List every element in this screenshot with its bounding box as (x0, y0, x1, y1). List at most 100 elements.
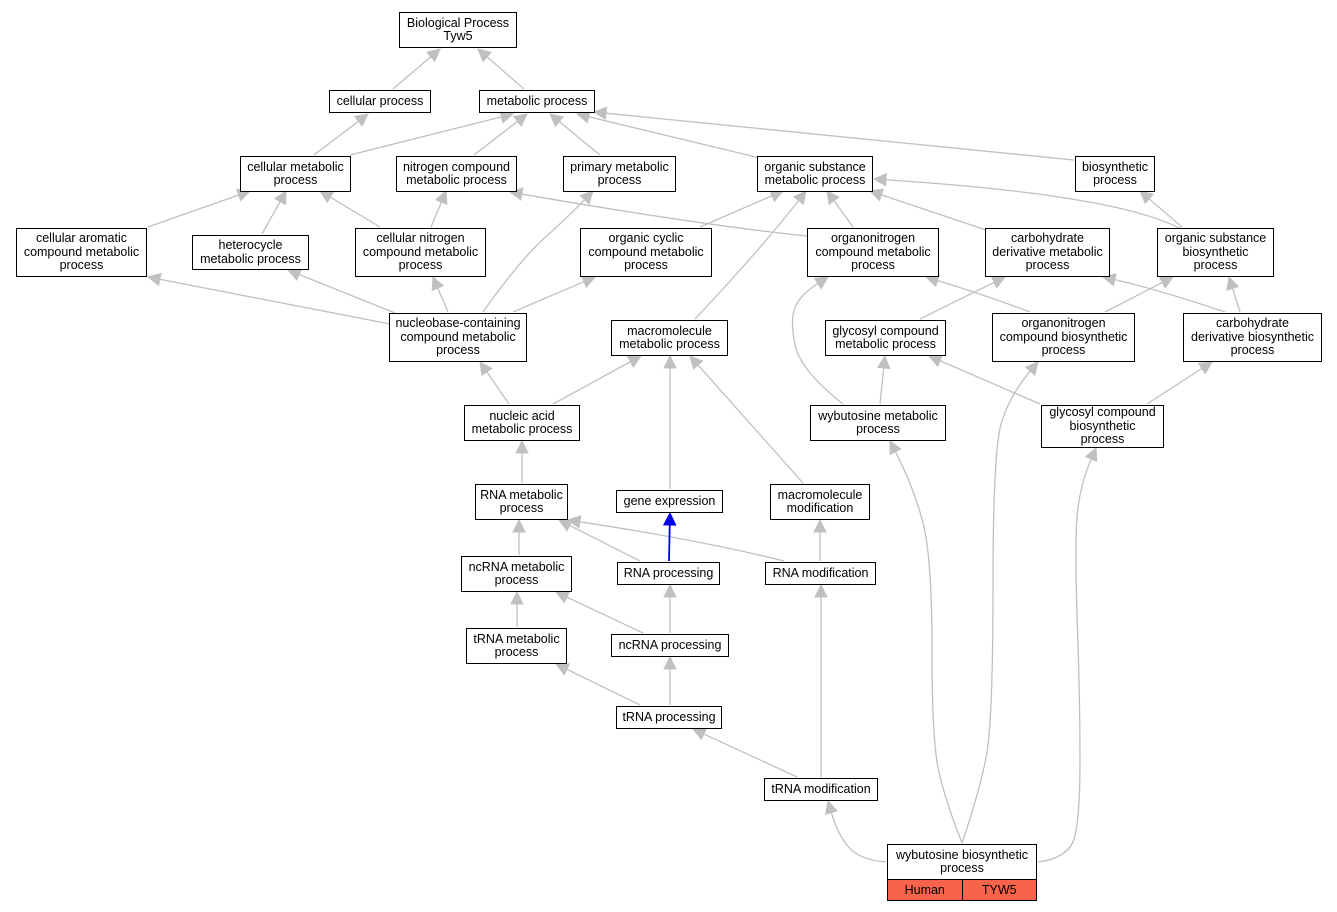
edge-cellmet-to-cellular (313, 113, 369, 156)
edge-biosyn-to-metabolic-arrowhead (592, 106, 608, 121)
node-wybutosine-metabolic-process[interactable]: wybutosine metabolic process (810, 405, 946, 441)
node-trna-metabolic-process[interactable]: tRNA metabolic process (466, 628, 567, 664)
node-ncrna-processing[interactable]: ncRNA processing (611, 634, 729, 657)
edge-nucleobase-to-primary-arrowhead (579, 190, 594, 205)
edge-carbderivbio-to-orgsubbio-arrowhead (1226, 275, 1240, 291)
edge-trnamet-to-ncrnamet (510, 590, 524, 627)
node-primary-metabolic-process[interactable]: primary metabolic process (563, 156, 676, 192)
edge-wybbio-to-wybmet (889, 440, 963, 844)
node-rna-metabolic-process[interactable]: RNA metabolic process (475, 484, 568, 520)
edge-nucleobase-to-hetero-line (298, 273, 396, 314)
edge-trnamod-to-rnamod (814, 583, 828, 777)
node-nucleic-acid-metabolic-process[interactable]: nucleic acid metabolic process (464, 405, 580, 441)
node-organic-cyclic-compound-metabolic-process[interactable]: organic cyclic compound metabolic proces… (580, 228, 712, 277)
gene-species-cell[interactable]: Human (904, 883, 945, 897)
edge-trnamod-to-rnamod-arrowhead (814, 583, 828, 598)
edge-nucleobase-to-orgcyc-line (512, 281, 585, 313)
node-carbohydrate-derivative-metabolic-process[interactable]: carbohydrate derivative metabolic proces… (985, 228, 1110, 277)
node-gene-expression[interactable]: gene expression (616, 490, 723, 513)
edge-nitrogen-to-metabolic-line (473, 120, 518, 156)
node-cellular-process[interactable]: cellular process (329, 90, 431, 113)
edge-nitrogen-to-metabolic (473, 113, 528, 156)
node-trna-processing[interactable]: tRNA processing (616, 706, 722, 729)
edge-wybbio-to-glycbio (1037, 446, 1098, 863)
edge-nucleobase-to-cellnitro (431, 275, 449, 313)
edge-orgsubbio-to-biosyn (1139, 190, 1183, 228)
edge-nucleobase-to-cellarom-arrowhead (146, 272, 162, 287)
edge-rnamet-to-nucleic-arrowhead (515, 439, 529, 454)
edge-orgsubbio-to-biosyn-arrowhead (1139, 190, 1154, 205)
node-glycosyl-compound-biosynthetic-process[interactable]: glycosyl compound biosynthetic process (1041, 405, 1164, 448)
edge-cellmet-to-cellular-line (313, 120, 359, 156)
node-heterocycle-metabolic-process[interactable]: heterocycle metabolic process (192, 235, 309, 270)
node-organonitrogen-compound-biosynthetic-process[interactable]: organonitrogen compound biosynthetic pro… (992, 313, 1135, 362)
edge-rnaproc-to-rnamet-arrowhead (558, 519, 574, 532)
edge-primary-to-metabolic-line (558, 121, 601, 156)
edge-ncrnaproc-to-rnaproc (663, 583, 677, 633)
node-rna-modification[interactable]: RNA modification (765, 562, 876, 585)
node-glycosyl-compound-metabolic-process[interactable]: glycosyl compound metabolic process (825, 320, 946, 356)
gene-annotation-row: Human TYW5 (887, 880, 1037, 901)
edge-cellnitro-to-nitrogen (430, 189, 448, 228)
edge-organonitrobio-to-orgsubbio-line (1104, 281, 1163, 313)
edge-nucleobase-to-cellnitro-line (437, 287, 449, 313)
edge-primary-to-metabolic (549, 113, 601, 156)
edge-organonitrobio-to-organonitro-line (937, 279, 1031, 313)
node-cellular-aromatic-compound-metabolic-process[interactable]: cellular aromatic compound metabolic pro… (16, 228, 147, 277)
edge-rnamod-to-rnamet (566, 515, 785, 562)
node-cellular-nitrogen-compound-metabolic-process[interactable]: cellular nitrogen compound metabolic pro… (355, 228, 486, 277)
edge-rnaproc-to-geneexp-arrowhead (662, 511, 677, 526)
node-biosynthetic-process[interactable]: biosynthetic process (1075, 156, 1155, 192)
edge-biosyn-to-metabolic-line (605, 112, 1075, 161)
edge-wybbio-to-glycbio-arrowhead (1084, 446, 1098, 463)
edge-cellarom-to-cellmet (147, 188, 252, 228)
edge-glycbio-to-carbderivbio-line (1146, 367, 1203, 405)
edge-ncrnamet-to-rnamet (512, 518, 526, 555)
edge-cellular-to-bp-line (392, 56, 432, 90)
node-metabolic-process[interactable]: metabolic process (479, 90, 595, 113)
node-carbohydrate-derivative-biosynthetic-process[interactable]: carbohydrate derivative biosynthetic pro… (1183, 313, 1322, 362)
node-biological-process-root[interactable]: Biological Process Tyw5 (399, 12, 517, 48)
edge-nucleobase-to-hetero-arrowhead (286, 268, 303, 281)
node-ncrna-metabolic-process[interactable]: ncRNA metabolic process (461, 556, 572, 592)
edge-orgcyc-to-orgsub-line (699, 195, 773, 228)
edge-glycmet-to-carbderiv-line (919, 281, 995, 320)
edge-nucleic-to-nucleobase-arrowhead (479, 361, 493, 377)
edge-rnaproc-to-rnamet-line (569, 524, 641, 562)
edge-ncrnaproc-to-ncrnamet-arrowhead (554, 591, 571, 604)
node-cellular-metabolic-process[interactable]: cellular metabolic process (240, 156, 351, 192)
node-trna-modification[interactable]: tRNA modification (764, 778, 878, 801)
edge-carbderivbio-to-orgsubbio (1226, 275, 1241, 313)
edge-ncrnaproc-to-ncrnamet (554, 591, 644, 634)
edge-nucleic-to-nucleobase-line (486, 371, 510, 405)
edge-geneexp-to-macromet-arrowhead (663, 354, 677, 369)
node-wybutosine-biosynthetic-process[interactable]: wybutosine biosynthetic process (887, 844, 1037, 880)
edge-cellmet-to-metabolic (349, 110, 515, 156)
edge-nucleobase-to-cellarom (146, 272, 391, 325)
gene-symbol-cell[interactable]: TYW5 (961, 880, 1037, 900)
node-rna-processing[interactable]: RNA processing (617, 562, 720, 585)
edge-biosyn-to-metabolic (592, 106, 1075, 161)
edge-organonitrobio-to-orgsubbio-arrowhead (1158, 276, 1174, 289)
edge-rnamet-to-nucleic (515, 439, 529, 483)
edge-nitrogen-to-metabolic-arrowhead (512, 113, 528, 128)
edge-ncrnamet-to-rnamet-arrowhead (512, 518, 526, 533)
edge-wybbio-to-wybmet-arrowhead (889, 440, 902, 456)
node-macromolecule-metabolic-process[interactable]: macromolecule metabolic process (611, 320, 728, 356)
edge-orgsub-to-metabolic-line (588, 116, 761, 159)
node-organic-substance-metabolic-process[interactable]: organic substance metabolic process (757, 156, 873, 192)
edge-organonitro-to-orgsub-arrowhead (826, 190, 840, 206)
edge-organonitrobio-to-orgsubbio (1104, 276, 1174, 313)
node-nitrogen-compound-metabolic-process[interactable]: nitrogen compound metabolic process (396, 156, 517, 192)
edge-geneexp-to-macromet (663, 354, 677, 489)
node-macromolecule-modification[interactable]: macromolecule modification (770, 484, 870, 520)
node-organic-substance-biosynthetic-process[interactable]: organic substance biosynthetic process (1157, 228, 1274, 277)
node-nucleobase-containing-compound-metabolic-process[interactable]: nucleobase-containing compound metabolic… (389, 313, 527, 362)
edge-metabolic-to-bp-arrowhead (477, 48, 492, 63)
edge-cellarom-to-cellmet-line (147, 194, 239, 228)
edge-trnaproc-to-trnamet-line (566, 668, 641, 706)
edge-trnamod-to-trnaproc (691, 728, 798, 778)
edge-glycbio-to-glycmet-arrowhead (927, 354, 944, 368)
node-organonitrogen-compound-metabolic-process[interactable]: organonitrogen compound metabolic proces… (807, 228, 939, 277)
edge-nucleic-to-macromet-line (552, 361, 631, 405)
